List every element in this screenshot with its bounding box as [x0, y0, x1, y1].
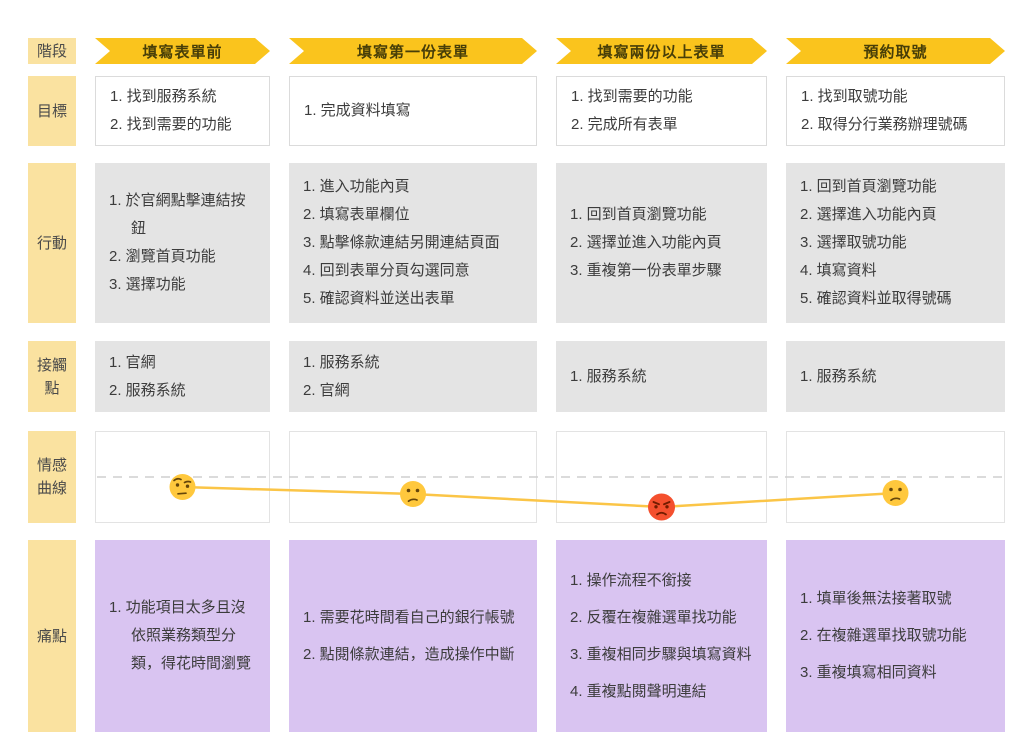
action-list: 1. 回到首頁瀏覽功能 2. 選擇進入功能內頁 3. 選擇取號功能 4. 填寫資料 5.… [800, 173, 995, 313]
stage-arrow-3: 填寫兩份以上表單 [556, 38, 767, 64]
list-item: 5. 確認資料並取得號碼 [800, 290, 952, 307]
list-item: 1. 填單後無法接著取號 [800, 590, 952, 607]
list-item: 4. 重複點閱聲明連結 [570, 682, 707, 700]
row-label-emotion-curve: 情感曲線 [28, 431, 76, 523]
pain-card-1: 1. 功能項目太多且沒依照業務類型分類，得花時間瀏覽 [95, 540, 270, 732]
emotion-card-3 [556, 431, 767, 523]
list-item: 1. 服務系統 [570, 367, 647, 385]
list-item: 2. 完成所有表單 [571, 116, 678, 133]
pain-card-2: 1. 需要花時間看自己的銀行帳號 2. 點閱條款連結，造成操作中斷 [289, 540, 537, 732]
list-item: 2. 取得分行業務辦理號碼 [801, 116, 968, 133]
list-item: 2. 找到需要的功能 [110, 116, 232, 133]
action-card-4: 1. 回到首頁瀏覽功能 2. 選擇進入功能內頁 3. 選擇取號功能 4. 填寫資料 5.… [786, 163, 1005, 323]
list-item: 1. 服務系統 [303, 353, 380, 371]
list-item: 2. 點閱條款連結，造成操作中斷 [303, 645, 515, 663]
pain-list: 1. 操作流程不銜接 2. 反覆在複雜選單找功能 3. 重複相同步驟與填寫資料 4. … [570, 558, 757, 715]
list-item: 2. 服務系統 [109, 381, 186, 399]
list-item: 1. 進入功能內頁 [303, 178, 410, 195]
list-item: 2. 選擇進入功能內頁 [800, 206, 937, 223]
stage-arrow-2: 填寫第一份表單 [289, 38, 537, 64]
touchpoint-card-4: 1. 服務系統 [786, 341, 1005, 412]
stage-arrow-1: 填寫表單前 [95, 38, 270, 64]
touchpoint-list: 1. 服務系統 [570, 363, 757, 391]
goal-card-2: 1. 完成資料填寫 [289, 76, 537, 146]
goal-list: 1. 找到服務系統 2. 找到需要的功能 [110, 83, 259, 139]
list-item: 4. 回到表單分頁勾選同意 [303, 262, 470, 279]
list-item: 1. 需要花時間看自己的銀行帳號 [303, 608, 515, 626]
touchpoint-card-1: 1. 官網 2. 服務系統 [95, 341, 270, 412]
list-item: 1. 完成資料填寫 [304, 102, 411, 119]
touchpoint-list: 1. 服務系統 2. 官網 [303, 349, 527, 405]
row-label-actions: 行動 [28, 163, 76, 323]
action-card-1: 1. 於官網點擊連結按鈕 2. 瀏覽首頁功能 3. 選擇功能 [95, 163, 270, 323]
row-pain-points: 痛點 1. 功能項目太多且沒依照業務類型分類，得花時間瀏覽 1. 需要花時間看自… [28, 540, 1024, 732]
list-item: 1. 回到首頁瀏覽功能 [800, 178, 937, 195]
list-item: 3. 重複相同步驟與填寫資料 [570, 645, 752, 663]
goal-card-1: 1. 找到服務系統 2. 找到需要的功能 [95, 76, 270, 146]
row-actions: 行動 1. 於官網點擊連結按鈕 2. 瀏覽首頁功能 3. 選擇功能 1. 進入功能內… [28, 163, 1024, 323]
list-item: 3. 點擊條款連結另開連結頁面 [303, 234, 500, 251]
pain-card-3: 1. 操作流程不銜接 2. 反覆在複雜選單找功能 3. 重複相同步驟與填寫資料 4. … [556, 540, 767, 732]
pain-list: 1. 功能項目太多且沒依照業務類型分類，得花時間瀏覽 [109, 585, 260, 687]
pain-list: 1. 需要花時間看自己的銀行帳號 2. 點閱條款連結，造成操作中斷 [303, 595, 527, 678]
action-list: 1. 進入功能內頁 2. 填寫表單欄位 3. 點擊條款連結另開連結頁面 4. 回到表單… [303, 173, 527, 313]
list-item: 1. 服務系統 [800, 367, 877, 385]
list-item: 1. 找到服務系統 [110, 88, 217, 105]
touchpoint-list: 1. 服務系統 [800, 363, 995, 391]
list-item: 1. 找到取號功能 [801, 88, 908, 105]
list-item: 3. 選擇功能 [109, 276, 186, 293]
goal-list: 1. 找到取號功能 2. 取得分行業務辦理號碼 [801, 83, 994, 139]
action-card-3: 1. 回到首頁瀏覽功能 2. 選擇並進入功能內頁 3. 重複第一份表單步驟 [556, 163, 767, 323]
action-card-2: 1. 進入功能內頁 2. 填寫表單欄位 3. 點擊條款連結另開連結頁面 4. 回到表單… [289, 163, 537, 323]
list-item: 2. 填寫表單欄位 [303, 206, 410, 223]
list-item: 3. 選擇取號功能 [800, 234, 907, 251]
action-list: 1. 回到首頁瀏覽功能 2. 選擇並進入功能內頁 3. 重複第一份表單步驟 [570, 201, 757, 285]
list-item: 1. 功能項目太多且沒依照業務類型分類，得花時間瀏覽 [109, 599, 252, 672]
row-goals: 目標 1. 找到服務系統 2. 找到需要的功能 1. 完成資料填寫 1. 找到需要… [28, 76, 1024, 146]
row-label-touchpoints: 接觸點 [28, 341, 76, 412]
touchpoint-card-3: 1. 服務系統 [556, 341, 767, 412]
row-emotion-curve: 情感曲線 [28, 431, 1024, 523]
list-item: 3. 重複填寫相同資料 [800, 664, 937, 681]
list-item: 1. 找到需要的功能 [571, 88, 693, 105]
list-item: 1. 官網 [109, 353, 156, 371]
goal-list: 1. 完成資料填寫 [304, 97, 526, 125]
row-touchpoints: 接觸點 1. 官網 2. 服務系統 1. 服務系統 2. 官網 1. 服務系統 1.… [28, 341, 1024, 412]
row-label-stage: 階段 [28, 38, 76, 64]
goal-card-3: 1. 找到需要的功能 2. 完成所有表單 [556, 76, 767, 146]
list-item: 3. 重複第一份表單步驟 [570, 262, 722, 279]
row-label-goals: 目標 [28, 76, 76, 146]
stage-arrow-4: 預約取號 [786, 38, 1005, 64]
emotion-card-1 [95, 431, 270, 523]
row-label-pain-points: 痛點 [28, 540, 76, 732]
list-item: 2. 選擇並進入功能內頁 [570, 234, 722, 251]
list-item: 2. 反覆在複雜選單找功能 [570, 608, 737, 626]
pain-card-4: 1. 填單後無法接著取號 2. 在複雜選單找取號功能 3. 重複填寫相同資料 [786, 540, 1005, 732]
list-item: 1. 回到首頁瀏覽功能 [570, 206, 707, 223]
emotion-card-2 [289, 431, 537, 523]
list-item: 1. 操作流程不銜接 [570, 571, 692, 589]
goal-list: 1. 找到需要的功能 2. 完成所有表單 [571, 83, 756, 139]
list-item: 2. 在複雜選單找取號功能 [800, 627, 967, 644]
goal-card-4: 1. 找到取號功能 2. 取得分行業務辦理號碼 [786, 76, 1005, 146]
row-stage: 階段 填寫表單前 填寫第一份表單 填寫兩份以上表單 預約取號 [28, 38, 1024, 64]
list-item: 5. 確認資料並送出表單 [303, 290, 455, 307]
action-list: 1. 於官網點擊連結按鈕 2. 瀏覽首頁功能 3. 選擇功能 [109, 187, 260, 299]
list-item: 2. 官網 [303, 381, 350, 399]
pain-list: 1. 填單後無法接著取號 2. 在複雜選單找取號功能 3. 重複填寫相同資料 [800, 576, 995, 696]
touchpoint-list: 1. 官網 2. 服務系統 [109, 349, 260, 405]
touchpoint-card-2: 1. 服務系統 2. 官網 [289, 341, 537, 412]
list-item: 4. 填寫資料 [800, 262, 877, 279]
emotion-card-4 [786, 431, 1005, 523]
list-item: 2. 瀏覽首頁功能 [109, 248, 216, 265]
list-item: 1. 於官網點擊連結按鈕 [109, 192, 246, 237]
